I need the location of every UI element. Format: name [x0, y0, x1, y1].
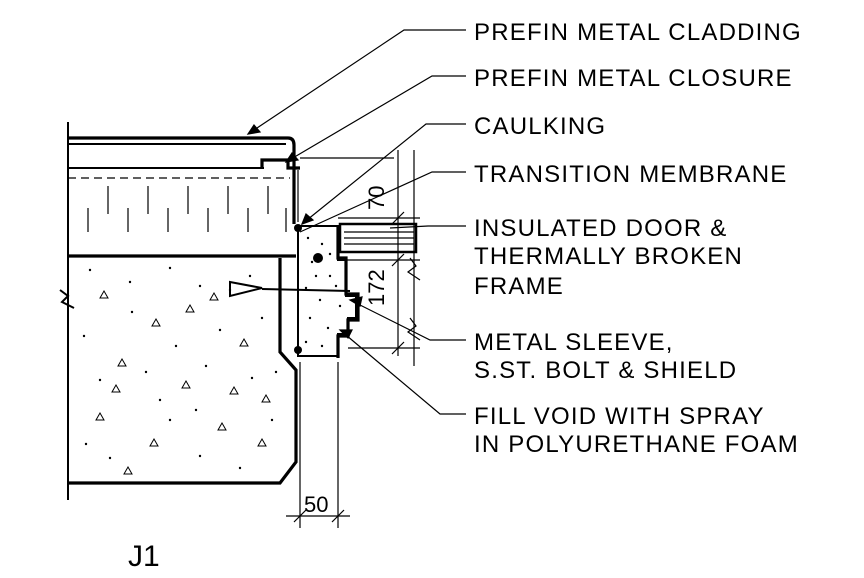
label-foam-line2: IN POLYURETHANE FOAM [474, 431, 799, 458]
label-closure: PREFIN METAL CLOSURE [474, 65, 793, 92]
insulation-layer [68, 177, 296, 258]
label-door-line2: THERMALLY BROKEN [474, 243, 743, 270]
leader-lines [246, 29, 466, 415]
dimension-172: 172 [364, 269, 389, 306]
bolt [229, 280, 351, 298]
label-caulking: CAULKING [474, 113, 606, 140]
dimension-50: 50 [304, 492, 328, 517]
insulated-door [338, 222, 418, 254]
detail-title: J1 [128, 540, 160, 573]
label-sleeve-line1: METAL SLEEVE, [474, 329, 674, 356]
door-frame [336, 226, 360, 358]
metal-cladding [68, 136, 300, 224]
label-sleeve-line2: S.ST. BOLT & SHIELD [474, 357, 737, 384]
label-door-line1: INSULATED DOOR & [474, 215, 727, 242]
label-door-line3: FRAME [474, 273, 564, 300]
concrete-wall [59, 122, 298, 500]
label-foam-line1: FILL VOID WITH SPRAY [474, 403, 765, 430]
caulking-beads [294, 224, 302, 354]
label-membrane: TRANSITION MEMBRANE [474, 161, 787, 188]
label-cladding: PREFIN METAL CLADDING [474, 19, 802, 46]
dimension-lines [286, 150, 421, 528]
